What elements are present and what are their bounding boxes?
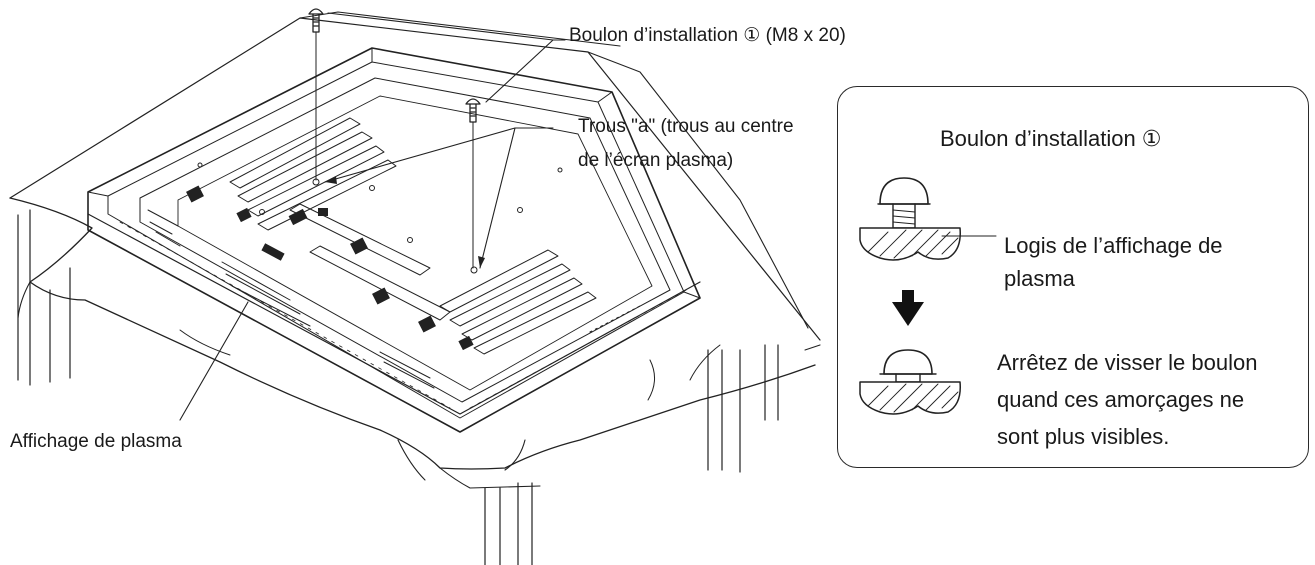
mount-holes [197, 162, 563, 274]
bolt-right [465, 98, 481, 269]
inset-title: Boulon d’installation ① [940, 126, 1162, 151]
inset-housing-line1: Logis de l’affichage de [1004, 233, 1223, 258]
leader-lines [179, 12, 566, 421]
inset-bolt-top-icon [859, 177, 997, 261]
down-arrow-icon [892, 290, 924, 326]
bolt-left [308, 8, 324, 181]
inset-bolt-bottom-icon [859, 349, 961, 415]
holes-label-line1: Trous "a" (trous au centre [578, 116, 794, 137]
display-label: Affichage de plasma [10, 431, 182, 452]
display-vents [147, 117, 641, 389]
inset-housing-line2: plasma [1004, 266, 1075, 291]
inset-stop-line2: quand ces amorçages ne [997, 387, 1245, 412]
plasma-display [87, 47, 701, 433]
vent-hatches [186, 185, 474, 351]
inset-box [837, 86, 1309, 468]
holes-label-line2: de l’écran plasma) [578, 150, 734, 171]
bolt-label: Boulon d’installation ① (M8 x 20) [569, 25, 846, 46]
table-legs [17, 209, 779, 565]
inset-stop-line1: Arrêtez de visser le boulon [997, 350, 1258, 375]
inset-stop-line3: sont plus visibles. [997, 424, 1170, 449]
leader-arrowheads [325, 176, 485, 268]
table-and-cloth [9, 11, 821, 489]
